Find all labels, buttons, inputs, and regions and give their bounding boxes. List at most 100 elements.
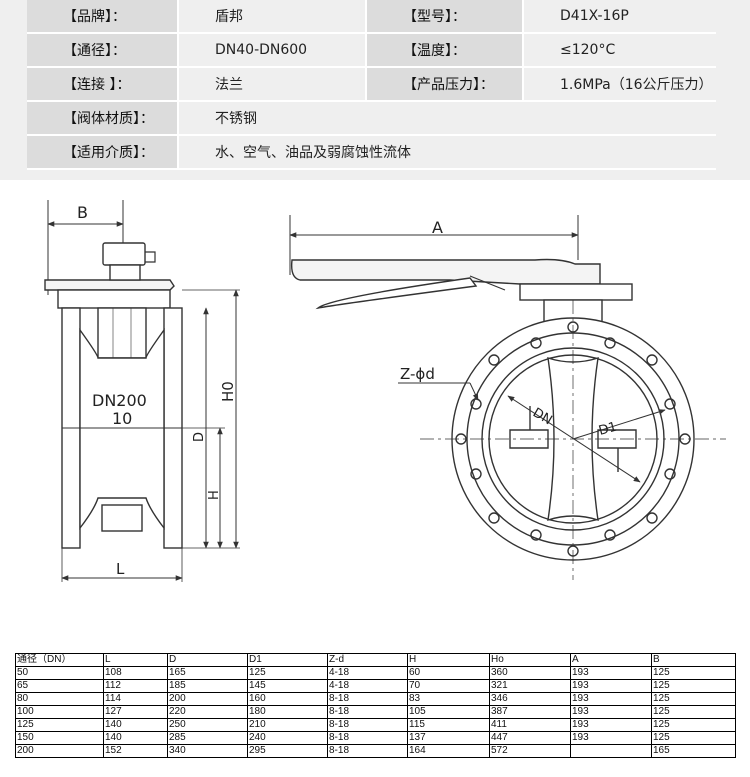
table-cell: 60 <box>407 666 490 680</box>
spec-label: 【阀体材质】： <box>27 101 177 136</box>
column-header: Ho <box>489 653 571 667</box>
table-cell: 125 <box>247 666 328 680</box>
dim-label-l: L <box>116 560 125 578</box>
cell-divider <box>522 67 524 102</box>
table-cell: 193 <box>570 718 652 732</box>
table-cell: 193 <box>570 679 652 693</box>
spec-panel: 【品牌】： 盾邦 【型号】： D41X-16P 【通径】： DN40-DN600… <box>0 0 750 180</box>
table-cell: 8-18 <box>327 705 408 719</box>
table-cell: 387 <box>489 705 571 719</box>
body-pn-marking: 10 <box>112 409 132 428</box>
spec-row: 【品牌】： 盾邦 【型号】： D41X-16P <box>27 0 716 34</box>
dim-label-h: H <box>207 490 222 500</box>
table-cell: 8-18 <box>327 731 408 745</box>
table-cell: 250 <box>167 718 248 732</box>
table-cell: 4-18 <box>327 666 408 680</box>
table-cell: 447 <box>489 731 571 745</box>
spec-table: 【品牌】： 盾邦 【型号】： D41X-16P 【通径】： DN40-DN600… <box>27 0 716 170</box>
table-cell: 8-18 <box>327 718 408 732</box>
table-cell: 346 <box>489 692 571 706</box>
table-row: 80 114 200 160 8-18 83 346 193 125 <box>15 692 736 706</box>
column-header: L <box>103 653 168 667</box>
table-cell: 70 <box>407 679 490 693</box>
dim-label-a: A <box>432 218 443 237</box>
table-cell: 4-18 <box>327 679 408 693</box>
table-row: 100 127 220 180 8-18 105 387 193 125 <box>15 705 736 719</box>
table-cell: 140 <box>103 718 168 732</box>
table-cell: 285 <box>167 731 248 745</box>
table-cell: 340 <box>167 744 248 758</box>
column-header: 通径（DN） <box>15 653 104 667</box>
bolt-holes-label: Z-ϕd <box>400 365 435 383</box>
table-cell: 108 <box>103 666 168 680</box>
cell-divider <box>365 0 367 34</box>
table-cell: 360 <box>489 666 571 680</box>
dim-label-h0: H0 <box>219 381 237 402</box>
table-cell: 8-18 <box>327 744 408 758</box>
spec-value: 水、空气、油品及弱腐蚀性流体 <box>179 135 716 170</box>
cell-divider <box>177 135 179 170</box>
table-cell: 185 <box>167 679 248 693</box>
table-cell: 115 <box>407 718 490 732</box>
table-cell: 114 <box>103 692 168 706</box>
cell-divider <box>522 33 524 68</box>
table-cell: 50 <box>15 666 104 680</box>
table-cell: 210 <box>247 718 328 732</box>
table-cell: 180 <box>247 705 328 719</box>
spec-label: 【通径】： <box>27 33 177 68</box>
table-cell: 80 <box>15 692 104 706</box>
spec-value: 法兰 <box>179 67 365 102</box>
table-cell: 193 <box>570 692 652 706</box>
table-cell: 150 <box>15 731 104 745</box>
table-cell: 140 <box>103 731 168 745</box>
spec-value: 不锈钢 <box>179 101 716 136</box>
spec-label: 【型号】： <box>367 0 522 34</box>
spec-value: 盾邦 <box>179 0 365 34</box>
table-cell: 125 <box>651 679 736 693</box>
column-header: D <box>167 653 248 667</box>
dim-label-d: D <box>192 432 207 442</box>
table-cell: 125 <box>651 718 736 732</box>
spec-value: 1.6MPa（16公斤压力） <box>524 67 716 102</box>
spec-value: ≤120°C <box>524 33 716 68</box>
table-cell: 220 <box>167 705 248 719</box>
table-row: 125 140 250 210 8-18 115 411 193 125 <box>15 718 736 732</box>
table-cell: 321 <box>489 679 571 693</box>
cell-divider <box>365 67 367 102</box>
cell-divider <box>365 33 367 68</box>
table-cell: 125 <box>651 731 736 745</box>
dimension-table: 通径（DN） L D D1 Z-d H Ho A B 50 108 165 12… <box>15 653 736 758</box>
table-cell: 127 <box>103 705 168 719</box>
column-header: B <box>651 653 736 667</box>
valve-drawing: B DN200 10 H0 D H L <box>44 200 726 582</box>
table-cell: 65 <box>15 679 104 693</box>
dim-label-b: B <box>77 203 88 222</box>
table-cell: 137 <box>407 731 490 745</box>
table-cell: 165 <box>167 666 248 680</box>
table-cell: 572 <box>489 744 571 758</box>
spec-label: 【连接 】： <box>27 67 177 102</box>
table-cell: 125 <box>651 705 736 719</box>
side-view <box>44 200 240 582</box>
spec-label: 【适用介质】： <box>27 135 177 170</box>
table-cell: 105 <box>407 705 490 719</box>
spec-label: 【产品压力】： <box>367 67 522 102</box>
column-header: Z-d <box>327 653 408 667</box>
table-row: 65 112 185 145 4-18 70 321 193 125 <box>15 679 736 693</box>
table-cell: 152 <box>103 744 168 758</box>
spec-label: 【温度】： <box>367 33 522 68</box>
table-row: 150 140 285 240 8-18 137 447 193 125 <box>15 731 736 745</box>
spec-label: 【品牌】： <box>27 0 177 34</box>
table-cell: 193 <box>570 666 652 680</box>
body-dn-marking: DN200 <box>92 391 147 410</box>
front-view <box>289 215 726 580</box>
table-cell: 8-18 <box>327 692 408 706</box>
cell-divider <box>177 0 179 34</box>
cell-divider <box>177 101 179 136</box>
spec-row: 【适用介质】： 水、空气、油品及弱腐蚀性流体 <box>27 135 716 170</box>
table-cell: 200 <box>167 692 248 706</box>
table-cell <box>570 744 652 758</box>
cell-divider <box>177 67 179 102</box>
table-cell: 193 <box>570 705 652 719</box>
table-cell: 112 <box>103 679 168 693</box>
